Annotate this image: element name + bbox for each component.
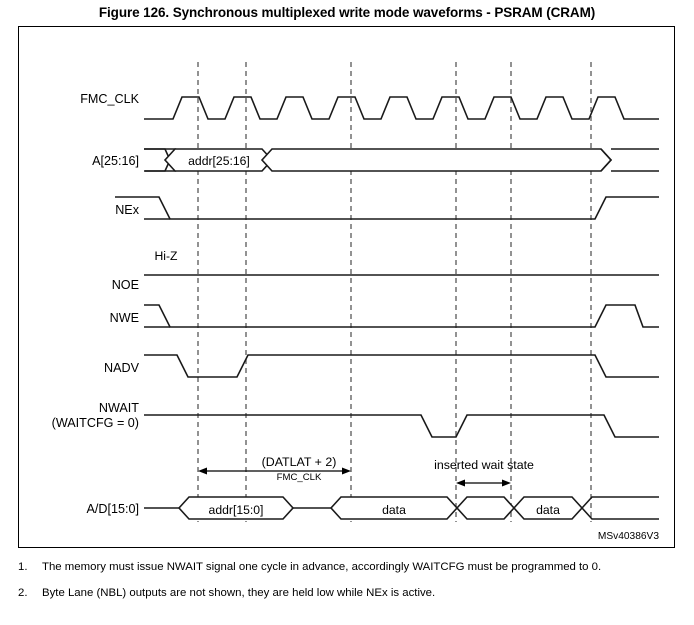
signal-label-nwait: NWAIT [99, 401, 139, 415]
waveform-ad-15-0: addr[15:0] data data [144, 496, 659, 520]
annotation-wait-state-group: inserted wait state [434, 458, 534, 487]
note-text: Byte Lane (NBL) outputs are not shown, t… [42, 587, 436, 600]
bus-label-data-1: data [382, 503, 406, 517]
signal-label-a-25-16: A[25:16] [92, 154, 139, 168]
bus-cell-wait [455, 496, 516, 520]
bus-cell-addr-lo [177, 496, 295, 520]
signal-label-noe: NOE [112, 278, 139, 292]
signal-label-nwait-sub: (WAITCFG = 0) [52, 416, 139, 430]
annotation-datlat-arrow-right [342, 467, 351, 475]
annotation-wait-state-arrow-right [502, 479, 511, 487]
bus-label-addr-hi: addr[25:16] [188, 154, 250, 168]
bus-label-addr-lo: addr[15:0] [209, 503, 264, 517]
bus-cell-data-2 [512, 496, 584, 520]
annotation-wait-state-arrow-left [456, 479, 465, 487]
note-number: 2. [18, 587, 28, 600]
figure-diagram-box: FMC_CLK A[25:16] addr[25:16] NEx Hi-Z NO… [18, 26, 675, 548]
waveform-nwe [144, 304, 659, 328]
waveform-a-25-16: addr[25:16] [144, 148, 659, 172]
figure-doc-id: MSv40386V3 [598, 531, 659, 542]
annotation-datlat-label: (DATLAT + 2) [262, 455, 337, 469]
figure-notes: 1. The memory must issue NWAIT signal on… [18, 560, 678, 612]
bus-label-data-2: data [536, 503, 560, 517]
annotation-datlat-arrow-left [198, 467, 207, 475]
annotation-wait-state-label: inserted wait state [434, 458, 534, 472]
signal-label-fmc-clk: FMC_CLK [80, 92, 139, 106]
note-text: The memory must issue NWAIT signal one c… [42, 561, 602, 573]
grid-markers [197, 62, 592, 522]
bus-cell-addr-hi [163, 148, 274, 172]
signal-label-nwe: NWE [110, 311, 139, 325]
note-item: 1. The memory must issue NWAIT signal on… [18, 560, 678, 575]
timing-diagram-svg: FMC_CLK A[25:16] addr[25:16] NEx Hi-Z NO… [52, 62, 659, 542]
figure-title: Figure 126. Synchronous multiplexed writ… [98, 5, 596, 20]
waveform-nadv [144, 354, 659, 378]
signal-label-ad-15-0: A/D[15:0] [86, 502, 139, 516]
waveform-fmc-clk [144, 96, 659, 120]
bus-cell-addr-hi-valid [260, 148, 613, 172]
bus-cell-data-1 [329, 496, 459, 520]
signal-label-nex: NEx [115, 203, 139, 217]
annotation-hi-z: Hi-Z [154, 249, 178, 263]
annotation-datlat-sublabel: FMC_CLK [277, 472, 322, 483]
note-number: 1. [18, 561, 28, 573]
waveform-nwait [144, 414, 659, 438]
waveform-nex [115, 196, 659, 220]
signal-label-nadv: NADV [104, 361, 140, 375]
note-item: 2. Byte Lane (NBL) outputs are not shown… [18, 586, 678, 601]
annotation-datlat-group: (DATLAT + 2) FMC_CLK [198, 455, 351, 483]
